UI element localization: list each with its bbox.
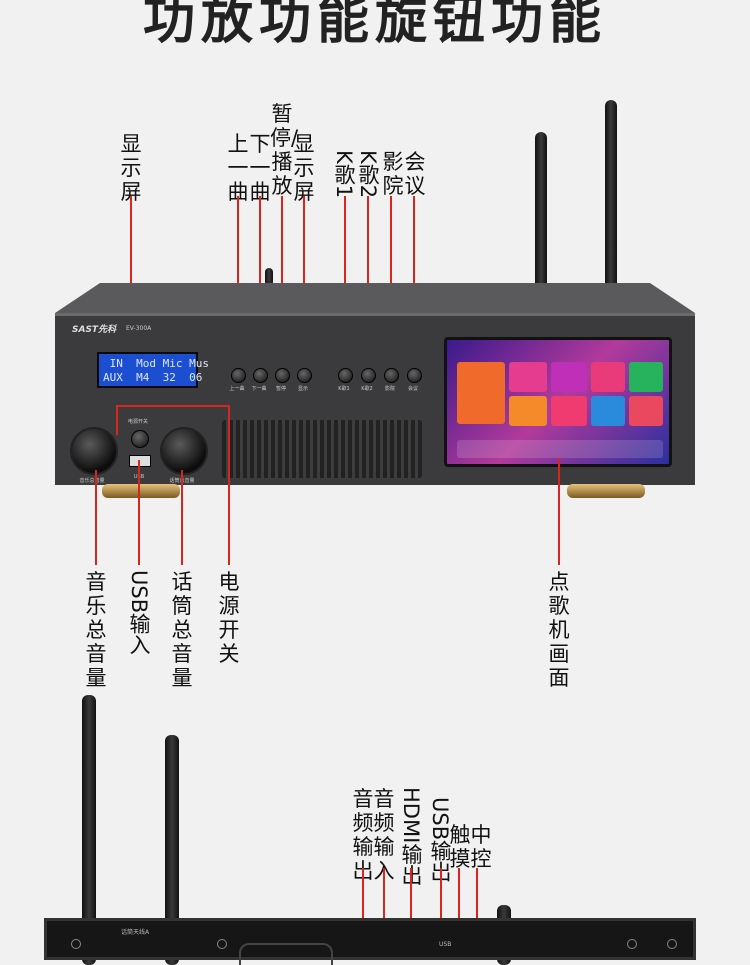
pointer-line-display: [303, 196, 305, 346]
btn-label-k2: K歌2: [361, 386, 373, 392]
label-display-left: 显示屏: [120, 132, 142, 204]
model-number: EV-300A: [126, 325, 152, 332]
power-small-label: 电源开关: [127, 419, 148, 425]
btn-label-pause: 暂停: [275, 386, 286, 392]
power-button[interactable]: [131, 430, 149, 448]
label-karaoke-1: K歌1: [332, 150, 356, 199]
touch-screen[interactable]: [444, 337, 672, 467]
screen-toolbar: [457, 440, 663, 458]
k1-button[interactable]: [338, 368, 353, 383]
rear-antenna-left: [82, 695, 96, 965]
k2-button[interactable]: [361, 368, 376, 383]
pointer-line-audio-out: [362, 868, 364, 960]
btn-label-next: 下一曲: [251, 386, 267, 392]
label-pause-play: 暂停/播放: [270, 102, 299, 198]
usb-port[interactable]: [129, 455, 151, 467]
pointer-line-music-vol: [95, 470, 97, 565]
label-karaoke-2: K歌2: [356, 150, 380, 199]
pointer-line-pause: [281, 196, 283, 346]
pointer-line-k2: [367, 196, 369, 346]
pointer-line-usb-in: [138, 460, 140, 565]
screen-tile-b: [551, 362, 587, 392]
foot-left: [102, 484, 180, 498]
label-usb-input: USB输入: [127, 570, 151, 656]
label-music-volume: 音乐总音量: [85, 570, 107, 690]
pointer-line-meeting: [413, 196, 415, 346]
screen-tile-e: [509, 396, 547, 426]
cinema-button[interactable]: [384, 368, 399, 383]
pointer-line-mic-vol: [181, 470, 183, 565]
rear-antenna-label: 话筒天线A: [121, 929, 150, 936]
pointer-line-next: [259, 196, 261, 346]
antenna-left: [535, 132, 547, 292]
prev-button[interactable]: [231, 368, 246, 383]
pointer-line-audio-in: [383, 868, 385, 960]
btn-label-meeting: 会议: [407, 386, 418, 392]
label-song-screen: 点歌机画面: [548, 570, 570, 690]
screen-tile-f: [551, 396, 587, 426]
screen-tile-d: [629, 362, 663, 392]
label-mic-volume: 话筒总音量: [171, 570, 193, 690]
btn-label-k1: K歌1: [338, 386, 350, 392]
pointer-line-prev: [237, 196, 239, 346]
rear-screw-1: [71, 939, 81, 949]
pointer-line-k1: [344, 196, 346, 346]
page-heading: 功放功能旋钮功能: [142, 0, 607, 51]
btn-label-display: 显示: [297, 386, 308, 392]
mic-volume-knob[interactable]: [160, 427, 208, 475]
pointer-line-usb-out: [440, 868, 442, 960]
antenna-right: [605, 100, 617, 292]
pointer-line-hdmi: [410, 868, 412, 960]
music-volume-knob[interactable]: [70, 427, 118, 475]
label-audio-in: 音频输入: [373, 787, 395, 883]
label-prev-track: 上一曲: [227, 132, 249, 204]
foot-right: [567, 484, 645, 498]
rear-screw-3: [627, 939, 637, 949]
label-meeting: 会议: [404, 150, 426, 198]
pause-button[interactable]: [275, 368, 290, 383]
meeting-button[interactable]: [407, 368, 422, 383]
label-display: 显示屏: [293, 132, 315, 204]
antenna-stub: [265, 268, 273, 286]
screen-tile-a: [509, 362, 547, 392]
label-usb-out: USB输出: [428, 797, 452, 883]
lcd-line-2: AUX M4 32 06: [103, 371, 203, 384]
label-power-switch: 电源开关: [218, 570, 240, 666]
knob-label-music: 音乐总音量: [79, 478, 105, 484]
btn-label-prev: 上一曲: [229, 386, 245, 392]
screen-tile-c: [591, 362, 625, 392]
label-next-track: 下一曲: [249, 132, 271, 204]
pointer-line-cinema: [390, 196, 392, 346]
next-button[interactable]: [253, 368, 268, 383]
btn-label-cinema: 影院: [384, 386, 395, 392]
pointer-line-power-h: [116, 405, 228, 407]
rear-panel: 话筒天线A USB: [44, 918, 696, 965]
speaker-grill: [222, 420, 422, 478]
rear-usb-label: USB: [439, 941, 452, 948]
pointer-line-center: [476, 868, 478, 960]
screen-tile-rank: [457, 362, 505, 424]
pointer-line-power-v1: [116, 405, 118, 435]
pointer-line-power-v2: [228, 405, 230, 565]
brand-logo: SAST先科: [72, 325, 117, 335]
pointer-line-touch: [458, 868, 460, 960]
label-touch: 触摸: [449, 823, 471, 871]
screen-tile-h: [629, 396, 663, 426]
pointer-line-display-left: [130, 196, 132, 360]
label-cinema: 影院: [382, 150, 404, 198]
rear-screw-2: [217, 939, 227, 949]
rear-antenna-right: [165, 735, 179, 965]
display-button[interactable]: [297, 368, 312, 383]
pointer-line-screen: [558, 458, 560, 565]
label-center-control: 中控: [470, 823, 492, 871]
rear-screw-4: [667, 939, 677, 949]
rear-fan: [239, 943, 333, 965]
lcd-line-1: IN Mod Mic Mus: [103, 357, 209, 370]
screen-tile-g: [591, 396, 625, 426]
